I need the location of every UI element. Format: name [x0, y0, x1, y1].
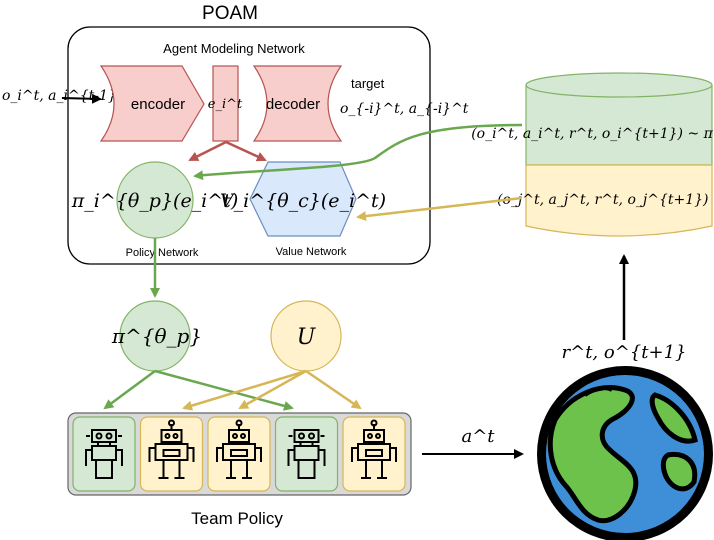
uncontrolled-agent-cell: [207, 416, 271, 492]
buffer-to-policy-arrow: [193, 123, 523, 181]
pi-node-label: π^{θ_p}: [111, 324, 202, 348]
policy-network-formula: π_i^{θ_p}(e_i^t): [71, 190, 238, 212]
value-network-node: [249, 161, 357, 237]
embedding-box: [212, 65, 239, 142]
embedding-to-policy-arrow: [188, 140, 227, 162]
walking-robot-icon: [351, 419, 397, 479]
input-observation-label: o_i^t, a_i^{t-1}: [2, 88, 117, 104]
buffer-top-cap: [525, 72, 713, 98]
policy-network-label: Policy Network: [126, 247, 199, 259]
replay-buffer: (o_i^t, a_i^t, r^t, o_i^{t+1}) ~ π^{θ_p}…: [471, 72, 714, 237]
embedding-label: e_i^t: [208, 97, 243, 112]
pi-to-agent1-arrow: [103, 369, 156, 410]
encoder-label: encoder: [131, 96, 185, 113]
decoder-label: decoder: [266, 96, 320, 113]
controlled-agent-cell: [274, 416, 339, 492]
target-label: target: [351, 76, 385, 91]
buffer-uncontrolled-label: (o_j^t, a_j^t, r^t, o_j^{t+1}) ~ U: [497, 192, 714, 208]
wheeled-robot-icon: [287, 429, 326, 479]
input-arrow: [61, 93, 102, 104]
value-network-label: Value Network: [276, 246, 347, 258]
u-to-agent2-arrow: [182, 369, 307, 411]
controlled-agent-cell: [72, 416, 136, 492]
team-policy-label: Team Policy: [191, 509, 283, 528]
encoder-shape: [99, 65, 205, 142]
embedding-to-value-arrow: [225, 140, 267, 162]
wheeled-robot-icon: [85, 429, 123, 479]
value-network-formula: V_i^{θ_c}(e_i^t): [220, 190, 386, 212]
u-node-label: U: [297, 325, 317, 350]
uncontrolled-agent-cell: [342, 416, 406, 492]
target-math: o_{-i}^t, a_{-i}^t: [340, 101, 469, 117]
agent-cells: [72, 416, 406, 492]
buffer-controlled-label: (o_i^t, a_i^t, r^t, o_i^{t+1}) ~ π^{θ_p}: [471, 126, 714, 142]
action-label: a^t: [461, 426, 495, 447]
diagram-title: POAM: [202, 3, 258, 24]
u-to-agent5-arrow: [305, 369, 362, 410]
buffer-to-value-arrow: [356, 196, 523, 222]
buffer-yellow-body: [525, 164, 713, 237]
walking-robot-icon: [148, 419, 195, 479]
walking-robot-icon: [216, 419, 262, 479]
feedback-label: r^t, o^{t+1}: [562, 342, 687, 363]
agent-modeling-label: Agent Modeling Network: [163, 41, 305, 56]
poam-box: [67, 26, 431, 265]
pi-to-agent4-arrow: [154, 369, 294, 411]
u-to-agent3-arrow: [238, 369, 307, 410]
environment-globe-icon: [537, 366, 713, 540]
decoder-shape: [252, 65, 343, 142]
uncontrolled-agent-cell: [139, 416, 204, 492]
